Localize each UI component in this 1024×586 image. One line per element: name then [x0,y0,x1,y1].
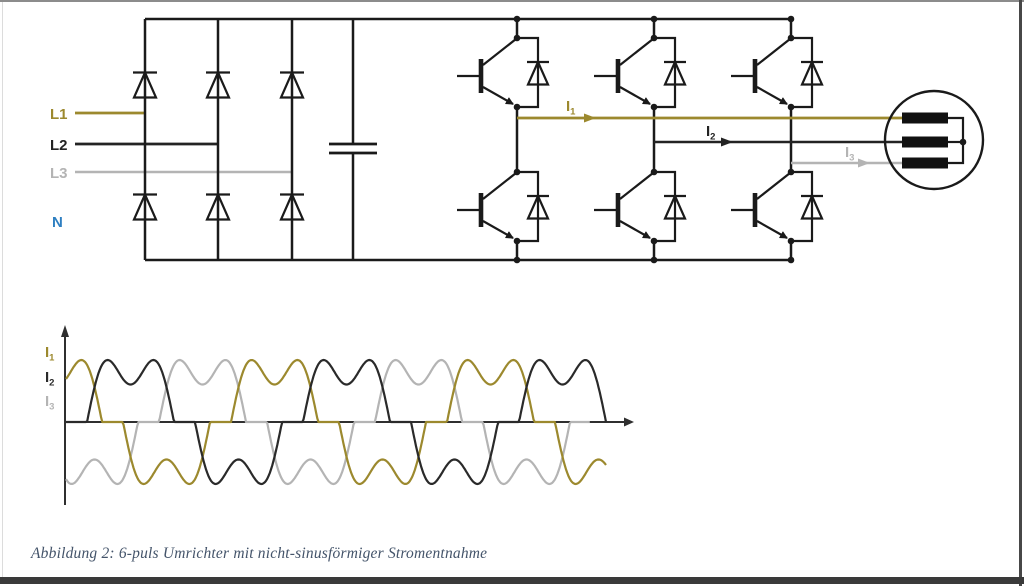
page-border-right [1019,0,1022,586]
motor-winding [902,136,948,148]
current-i3-label: I3 [845,144,854,164]
motor-winding [902,157,948,169]
waveform-legend: I1 I2 I3 [45,344,55,413]
neutral-label: N [52,214,63,231]
phase-l3-label: L3 [50,165,68,182]
legend-i2: I2 [45,369,54,389]
i2-direction-arrow-icon [721,137,733,147]
page-border-bottom [0,577,1024,584]
page-border-top [0,0,1024,2]
current-i2-label: I2 [706,123,715,143]
motor-circle [883,89,985,191]
i3-direction-arrow-icon [858,158,870,168]
waveform-curves [65,358,608,486]
inverter-bridge [457,15,823,264]
dc-link-capacitor [329,19,377,260]
motor-winding [902,112,948,124]
page-border-left [2,2,3,577]
igbt-lower [594,169,686,245]
waveform-curve-i3 [65,358,590,486]
igbt-lower [731,169,823,245]
igbt-upper [731,35,823,111]
waveform-curve-i2 [66,358,608,486]
converter-circuit-diagram: L1 L2 L3 N [50,15,985,264]
igbt-lower [457,169,549,245]
current-waveform-plot: I1 I2 I3 [45,325,634,505]
three-phase-input: L1 L2 L3 N [50,106,292,231]
inverter-leg-3 [731,15,823,264]
figure-caption: Abbildung 2: 6-puls Umrichter mit nicht-… [31,545,488,562]
rectifier-bridge [131,19,306,260]
legend-i1: I1 [45,344,55,364]
igbt-upper [457,35,549,111]
i1-direction-arrow-icon [584,113,596,123]
current-i1-label: I1 [566,98,576,118]
figure-canvas: L1 L2 L3 N [45,15,985,505]
legend-i3: I3 [45,393,54,413]
waveform-curve-i1 [65,358,607,486]
inverter-leg-2 [594,15,686,264]
y-axis-arrow-icon [61,325,69,337]
phase-l1-label: L1 [50,106,68,123]
inverter-leg-1 [457,15,549,264]
igbt-upper [594,35,686,111]
output-phase-lines: I1 I2 I3 [517,98,903,168]
dc-bus [145,17,791,262]
motor-symbol [883,89,985,191]
phase-l2-label: L2 [50,137,68,154]
x-axis-arrow-icon [624,417,634,427]
